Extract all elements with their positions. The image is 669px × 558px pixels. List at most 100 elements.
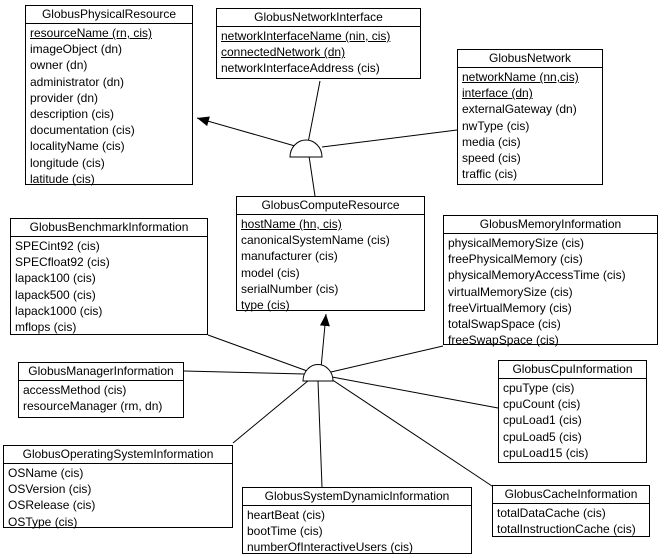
attribute-row: cpuType (cis) xyxy=(503,381,575,395)
attribute-list: resourceName (rn, cis) imageObject (dn)ow… xyxy=(26,24,192,187)
class-title: GlobusManagerInformation xyxy=(19,363,183,381)
class-box-globus-manager-information: GlobusManagerInformation accessMethod (c… xyxy=(18,362,184,418)
class-title: GlobusNetwork xyxy=(458,50,602,68)
attribute-row: lapack1000 (cis) xyxy=(15,303,103,318)
attribute-row: totalSwapSpace (cis) xyxy=(448,316,561,331)
attribute-row: bootTime (cis) xyxy=(247,524,323,539)
class-title: GlobusCacheInformation xyxy=(493,486,649,504)
class-box-globus-memory-information: GlobusMemoryInformation physicalMemorySi… xyxy=(443,215,658,348)
class-box-globus-cpu-information: GlobusCpuInformation cpuType (cis) cpuCou… xyxy=(498,360,647,463)
attribute-row: freeVirtualMemory (cis) xyxy=(448,300,572,315)
attribute-row: serialNumber (cis) xyxy=(241,281,339,296)
connector-cache-to-hub xyxy=(330,378,493,487)
attribute-row: numberOfInteractiveUsers (cis) xyxy=(247,540,414,555)
attribute-list: totalDataCache (cis) totalInstructionCach… xyxy=(493,504,649,537)
class-title: GlobusComputeResource xyxy=(237,197,424,215)
class-box-globus-benchmark-information: GlobusBenchmarkInformation SPECint92 (ci… xyxy=(10,218,208,335)
attribute-list: physicalMemorySize (cis) freePhysicalMemo… xyxy=(444,234,657,348)
attribute-row: physicalMemorySize (cis) xyxy=(448,236,585,250)
connector-os-to-hub xyxy=(232,379,310,444)
attribute-row: canonicalSystemName (cis) xyxy=(241,233,390,248)
attribute-row: lapack100 (cis) xyxy=(15,271,96,286)
connector-cpu-to-hub xyxy=(331,376,499,409)
connector-manager-to-hub xyxy=(183,370,305,375)
attribute-row: latitude (cis) xyxy=(30,171,95,186)
class-title: GlobusNetworkInterface xyxy=(217,9,420,27)
attribute-row: SPECfloat92 (cis) xyxy=(15,255,110,270)
attribute-list: cpuType (cis) cpuCount (cis)cpuLoad1 (cis… xyxy=(499,379,646,461)
attribute-list: networkName (nn,cis) interface (dn)extern… xyxy=(458,68,602,182)
attribute-row: interface (dn) xyxy=(462,86,533,101)
connector-system-dynamic-to-hub xyxy=(317,380,323,488)
attribute-row: physicalMemoryAccessTime (cis) xyxy=(448,268,626,283)
connector-arrow-to-compute-resource xyxy=(319,313,330,369)
class-title: GlobusMemoryInformation xyxy=(444,216,657,234)
class-box-globus-physical-resource: GlobusPhysicalResource resourceName (rn,… xyxy=(25,5,193,187)
class-box-globus-compute-resource: GlobusComputeResource hostName (hn, cis)… xyxy=(236,196,425,313)
attribute-row: imageObject (dn) xyxy=(30,42,123,57)
attribute-row: totalDataCache (cis) xyxy=(497,506,606,520)
class-title: GlobusSystemDynamicInformation xyxy=(243,488,471,506)
attribute-row: externalGateway (dn) xyxy=(462,102,577,117)
attribute-row: OSRelease (cis) xyxy=(8,498,96,513)
attribute-row: media (cis) xyxy=(462,134,521,149)
attribute-list: SPECint92 (cis)SPECfloat92 (cis)lapack10… xyxy=(11,237,207,335)
class-box-globus-network-interface: GlobusNetworkInterface networkInterfaceN… xyxy=(216,8,421,79)
attribute-row: networkInterfaceAddress (cis) xyxy=(221,61,380,76)
attribute-row: speed (cis) xyxy=(462,150,521,165)
attribute-row: networkName (nn,cis) xyxy=(462,70,579,84)
attribute-row: type (cis) xyxy=(241,297,290,312)
attribute-row: description (cis) xyxy=(30,106,115,121)
attribute-row: owner (dn) xyxy=(30,58,88,73)
attribute-row: administrator (dn) xyxy=(30,74,125,89)
attribute-row: cpuLoad1 (cis) xyxy=(503,413,582,428)
attribute-row: mflops (cis) xyxy=(15,319,77,334)
attribute-row: model (cis) xyxy=(241,265,300,280)
aggregation-symbol-upper xyxy=(289,139,323,158)
attribute-row: OSVersion (cis) xyxy=(8,482,92,497)
attribute-row: freeSwapSpace (cis) xyxy=(448,333,559,348)
attribute-row: traffic (cis) xyxy=(462,167,518,182)
class-box-globus-system-dynamic-information: GlobusSystemDynamicInformation heartBeat… xyxy=(242,487,472,554)
attribute-list: networkInterfaceName (nin, cis) connected… xyxy=(217,27,420,77)
attribute-row: accessMethod (cis) xyxy=(23,383,127,397)
connector-compute-resource-to-upper-hub xyxy=(308,155,316,197)
attribute-row: manufacturer (cis) xyxy=(241,249,338,264)
attribute-list: accessMethod (cis) resourceManager (rm, d… xyxy=(19,381,183,414)
class-box-globus-cache-information: GlobusCacheInformation totalDataCache (c… xyxy=(492,485,650,537)
class-title: GlobusOperatingSystemInformation xyxy=(4,446,232,464)
aggregation-symbol-lower xyxy=(302,364,334,382)
attribute-row: cpuLoad5 (cis) xyxy=(503,429,582,444)
class-title: GlobusPhysicalResource xyxy=(26,6,192,24)
attribute-row: resourceManager (rm, dn) xyxy=(23,399,163,414)
attribute-list: OSName (cis) OSVersion (cis)OSRelease (ci… xyxy=(4,464,232,530)
attribute-row: networkInterfaceName (nin, cis) xyxy=(221,29,391,43)
attribute-row: provider (dn) xyxy=(30,90,99,105)
connector-benchmark-to-hub xyxy=(207,334,311,373)
class-box-globus-network: GlobusNetwork networkName (nn,cis) interf… xyxy=(457,49,603,185)
attribute-row: resourceName (rn, cis) xyxy=(30,26,153,40)
attribute-row: totalInstructionCache (cis) xyxy=(497,522,636,537)
attribute-row: longitude (cis) xyxy=(30,155,105,170)
connector-network-interface-to-hub xyxy=(307,80,321,144)
class-title: GlobusBenchmarkInformation xyxy=(11,219,207,237)
attribute-row: localityName (cis) xyxy=(30,139,125,154)
attribute-row: freePhysicalMemory (cis) xyxy=(448,252,583,267)
attribute-row: OSType (cis) xyxy=(8,514,78,529)
attribute-row: heartBeat (cis) xyxy=(247,508,326,522)
attribute-row: SPECint92 (cis) xyxy=(15,239,100,253)
attribute-row: connectedNetwork (dn) xyxy=(221,45,346,60)
attribute-row: documentation (cis) xyxy=(30,123,135,138)
attribute-row: cpuCount (cis) xyxy=(503,397,581,412)
attribute-row: virtualMemorySize (cis) xyxy=(448,284,573,299)
class-box-globus-operating-system-information: GlobusOperatingSystemInformation OSName … xyxy=(3,445,233,530)
class-title: GlobusCpuInformation xyxy=(499,361,646,379)
attribute-row: cpuLoad15 (cis) xyxy=(503,445,589,460)
attribute-list: hostName (hn, cis) canonicalSystemName (c… xyxy=(237,215,424,313)
attribute-row: hostName (hn, cis) xyxy=(241,217,342,231)
connector-memory-to-hub xyxy=(330,345,444,373)
attribute-row: lapack500 (cis) xyxy=(15,287,96,302)
attribute-row: OSName (cis) xyxy=(8,466,84,480)
